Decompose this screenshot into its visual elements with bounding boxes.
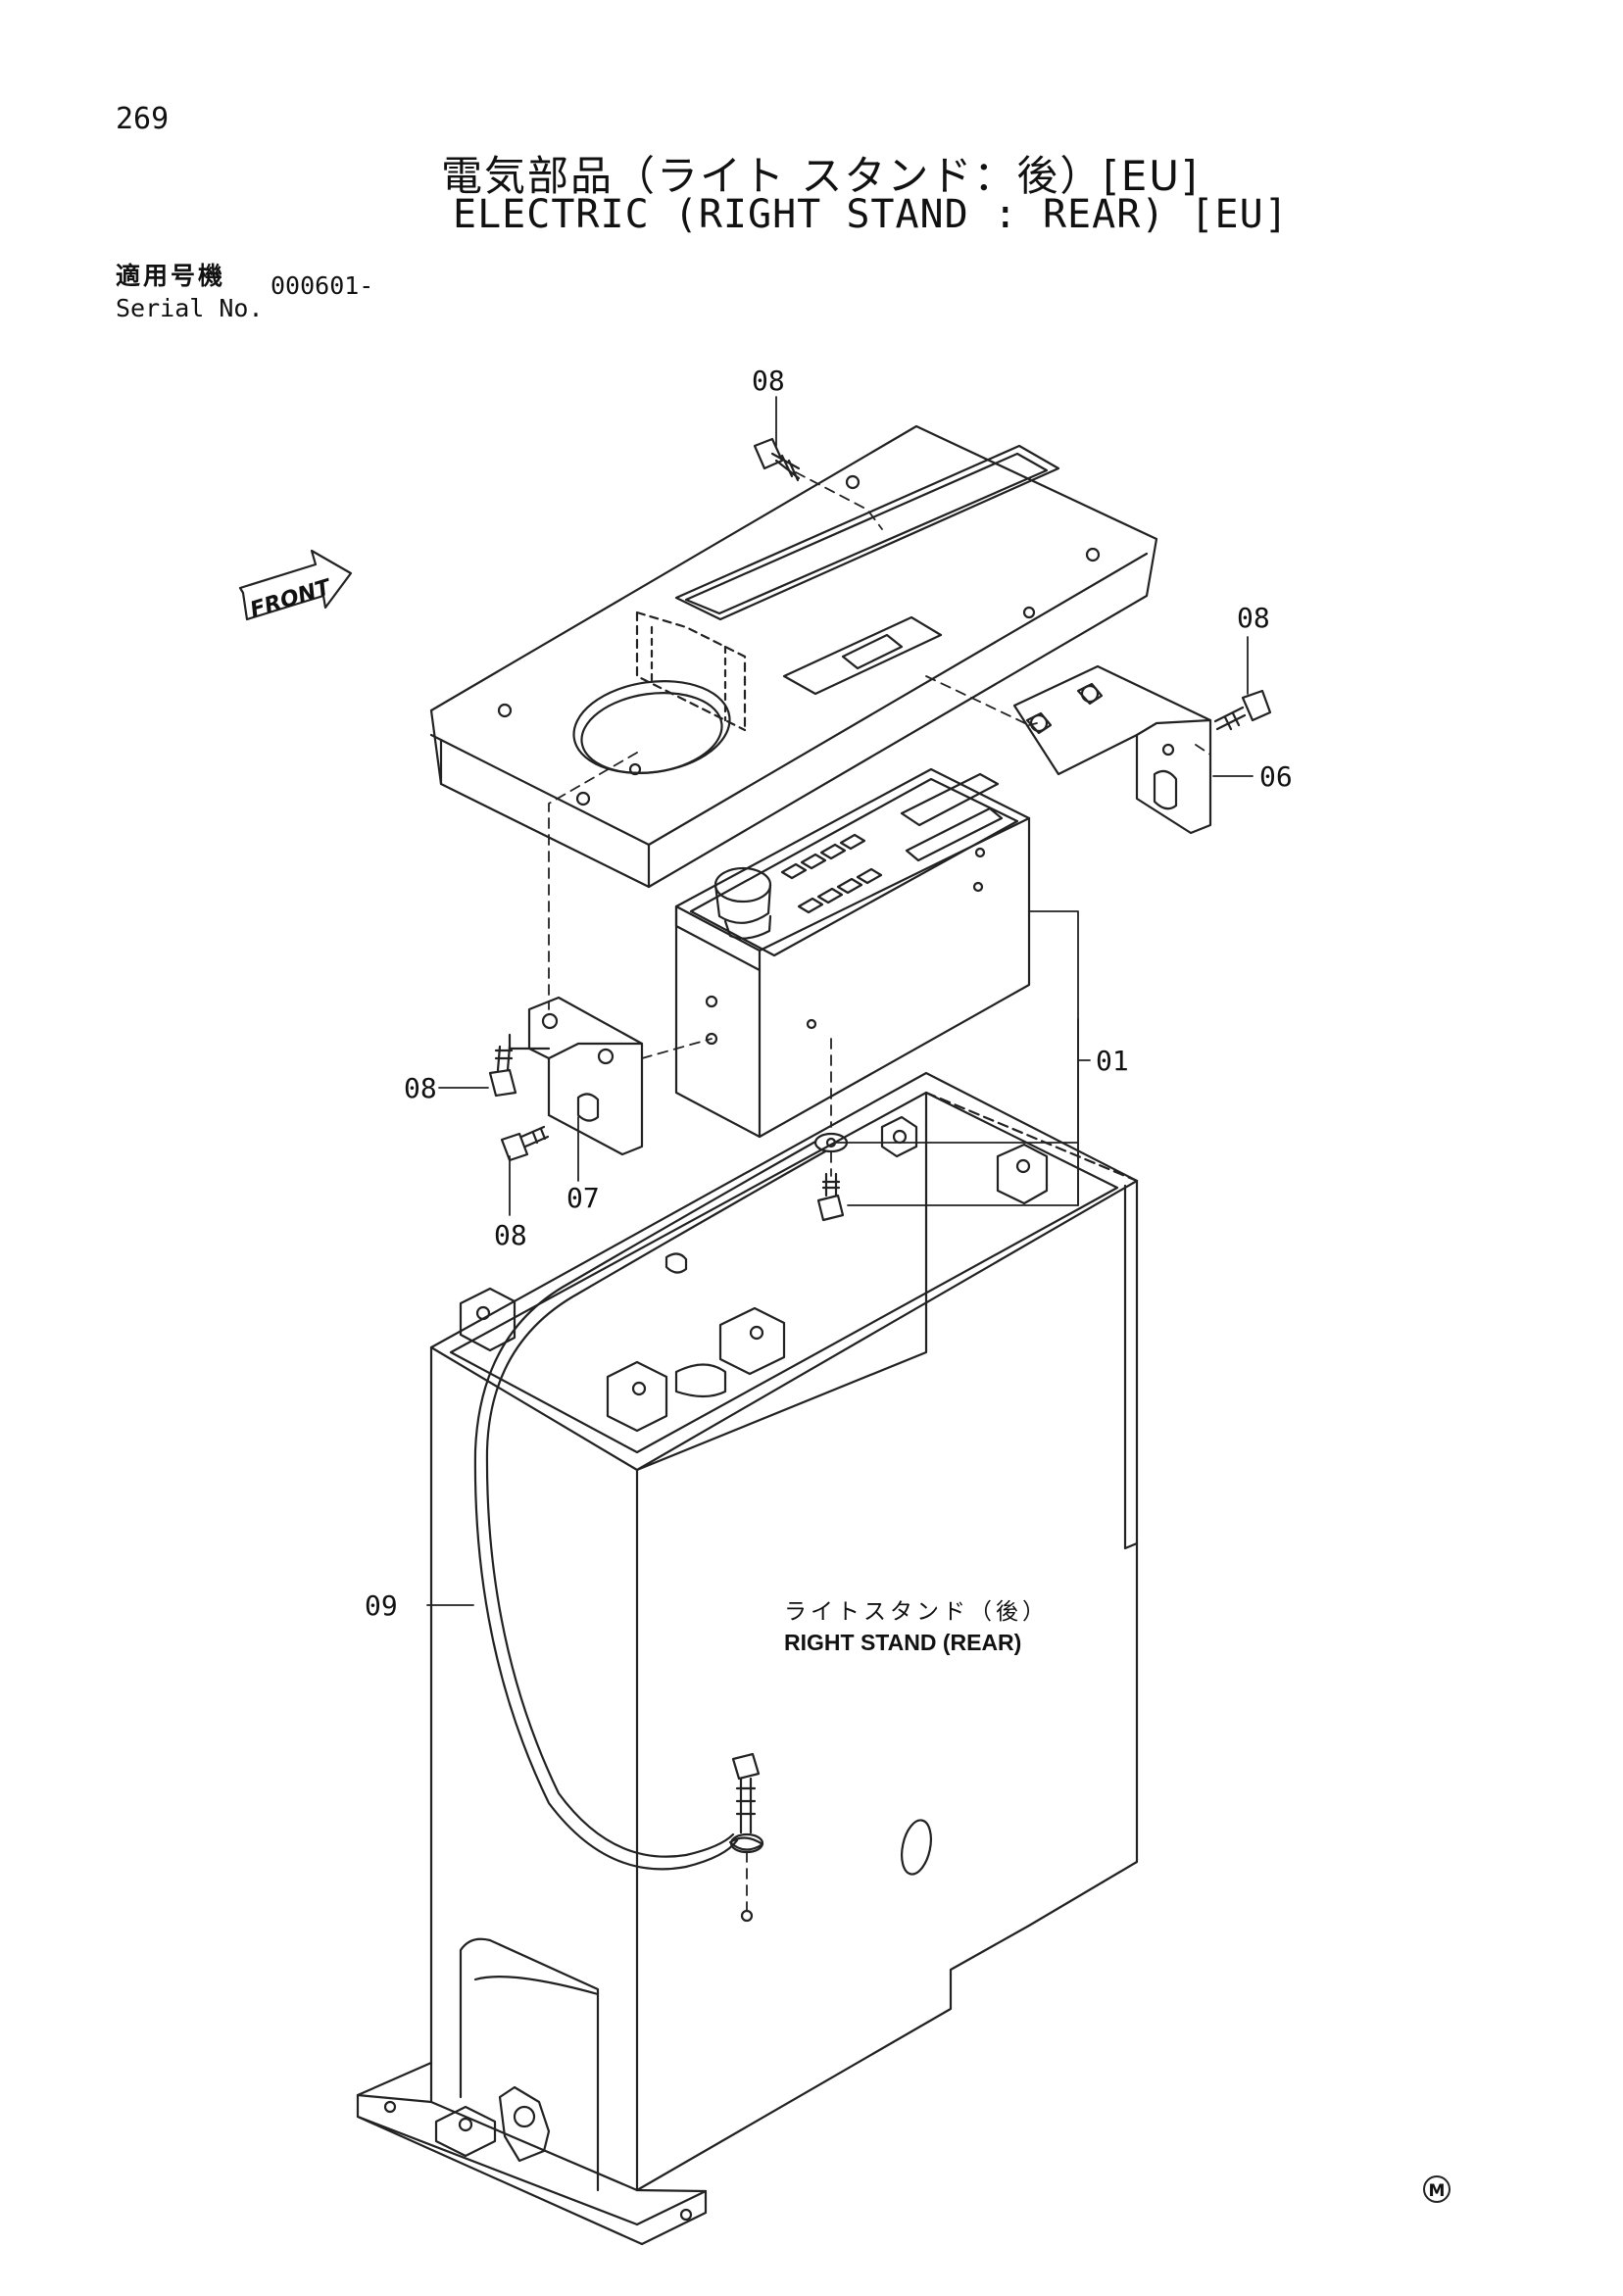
- serial-label-japanese: 適用号機: [116, 262, 226, 290]
- screw-right: [1213, 689, 1272, 731]
- page-title-japanese: 電気部品（ライト スタンド：後）[EU]: [441, 152, 1200, 200]
- page-title-english: ELECTRIC (RIGHT STAND : REAR) [EU]: [453, 192, 1289, 237]
- callout-06: 06: [1259, 760, 1293, 793]
- callout-01: 01: [1096, 1045, 1129, 1077]
- screw-ground: [728, 1752, 764, 1923]
- callout-07: 07: [566, 1182, 600, 1214]
- assembly-guide-lines: [548, 471, 1211, 1912]
- controller-unit: [674, 767, 1031, 1139]
- callout-09: 09: [365, 1589, 398, 1622]
- right-stand-body: [356, 1071, 1139, 2246]
- stand-caption-english: RIGHT STAND (REAR): [784, 1630, 1021, 1655]
- front-arrow: FRONT: [238, 549, 353, 623]
- stand-caption-japanese: ライトスタンド（後）: [784, 1599, 1049, 1625]
- callout-leader-lines: [426, 396, 1254, 1606]
- serial-number-value: 000601-: [270, 271, 374, 300]
- callout-08-top: 08: [752, 365, 785, 397]
- corner-mark: M: [1423, 2175, 1451, 2203]
- callout-08-left: 08: [404, 1072, 437, 1104]
- corner-mark-letter: M: [1429, 2181, 1446, 2201]
- ground-cable: [473, 1132, 849, 1871]
- screw-center: [816, 1172, 845, 1222]
- serial-label-english: Serial No.: [116, 294, 264, 322]
- callout-08-bottom: 08: [494, 1219, 527, 1251]
- screw-left-lower: [500, 1125, 550, 1162]
- screw-left-upper: [488, 1045, 517, 1098]
- bracket-right: [1012, 664, 1212, 835]
- top-cover-plate: [429, 424, 1158, 889]
- page-number: 269: [116, 102, 170, 136]
- bracket-left: [508, 996, 644, 1156]
- screw-top: [753, 437, 801, 482]
- callout-08-right: 08: [1237, 602, 1270, 634]
